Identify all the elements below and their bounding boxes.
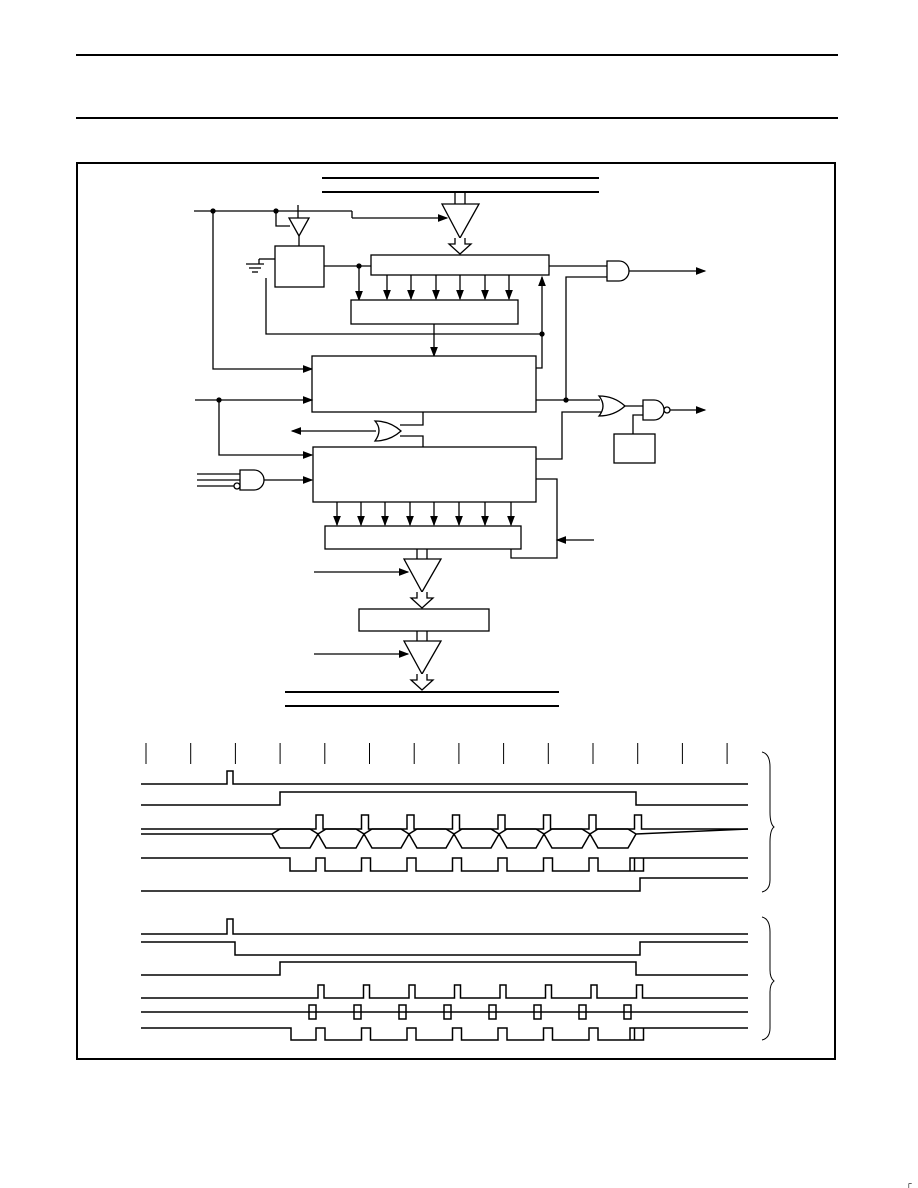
g1-signal-3-clock [141,814,748,830]
logic-block-lower [312,446,537,503]
g1-signal-2-frame [141,791,748,806]
g2-signal-5-data-bits [308,1004,632,1020]
or-right [536,395,643,460]
g2-signal-6-strobe [141,1027,748,1041]
group-2-brace [761,916,775,1041]
buffer-register [358,608,490,632]
tri-state-lower-1 [314,549,443,609]
block-and-timing-diagram [141,177,775,1041]
and-top-right [565,260,707,400]
latch-top [350,299,519,325]
control-box-small [274,245,325,288]
bottom-bus [285,691,559,707]
g2-signal-3-enable [141,961,748,976]
clock-tick-marks [145,743,728,764]
header-rule-bottom [76,117,838,119]
latch-bottom [324,525,522,550]
g1-signal-5-strobe [141,857,748,872]
and-left-inverted-input [197,469,314,491]
group-1-brace [761,751,775,893]
figure-frame [76,162,836,1060]
or-left-middle [290,412,424,447]
tri-state-top [351,192,481,255]
output-box-right [613,433,656,464]
register-top [370,254,550,276]
header-rule-top [76,54,838,56]
logic-block-upper [311,355,537,413]
block-diagram [194,177,707,707]
small-buffer-top [275,205,311,246]
nand-right [632,399,707,434]
g1-signal-4-data-bottom [271,832,637,849]
top-bus [322,177,599,193]
g2-signal-2-frame [141,941,748,956]
tri-state-lower-2 [314,631,443,691]
register-to-latch-arrows [383,275,513,301]
ground-icon [246,258,275,273]
g2-signal-4-clock [141,984,748,999]
g1-signal-4-data-top [141,828,749,835]
g1-signal-1-start-pulse [141,770,748,785]
g1-signal-6-done [141,877,748,892]
lower-block-to-latch-arrows [333,502,515,527]
g2-signal-1-start-pulse [141,918,748,935]
page-corner-mark: ┌ [906,1179,912,1188]
timing-diagram [141,743,775,1041]
